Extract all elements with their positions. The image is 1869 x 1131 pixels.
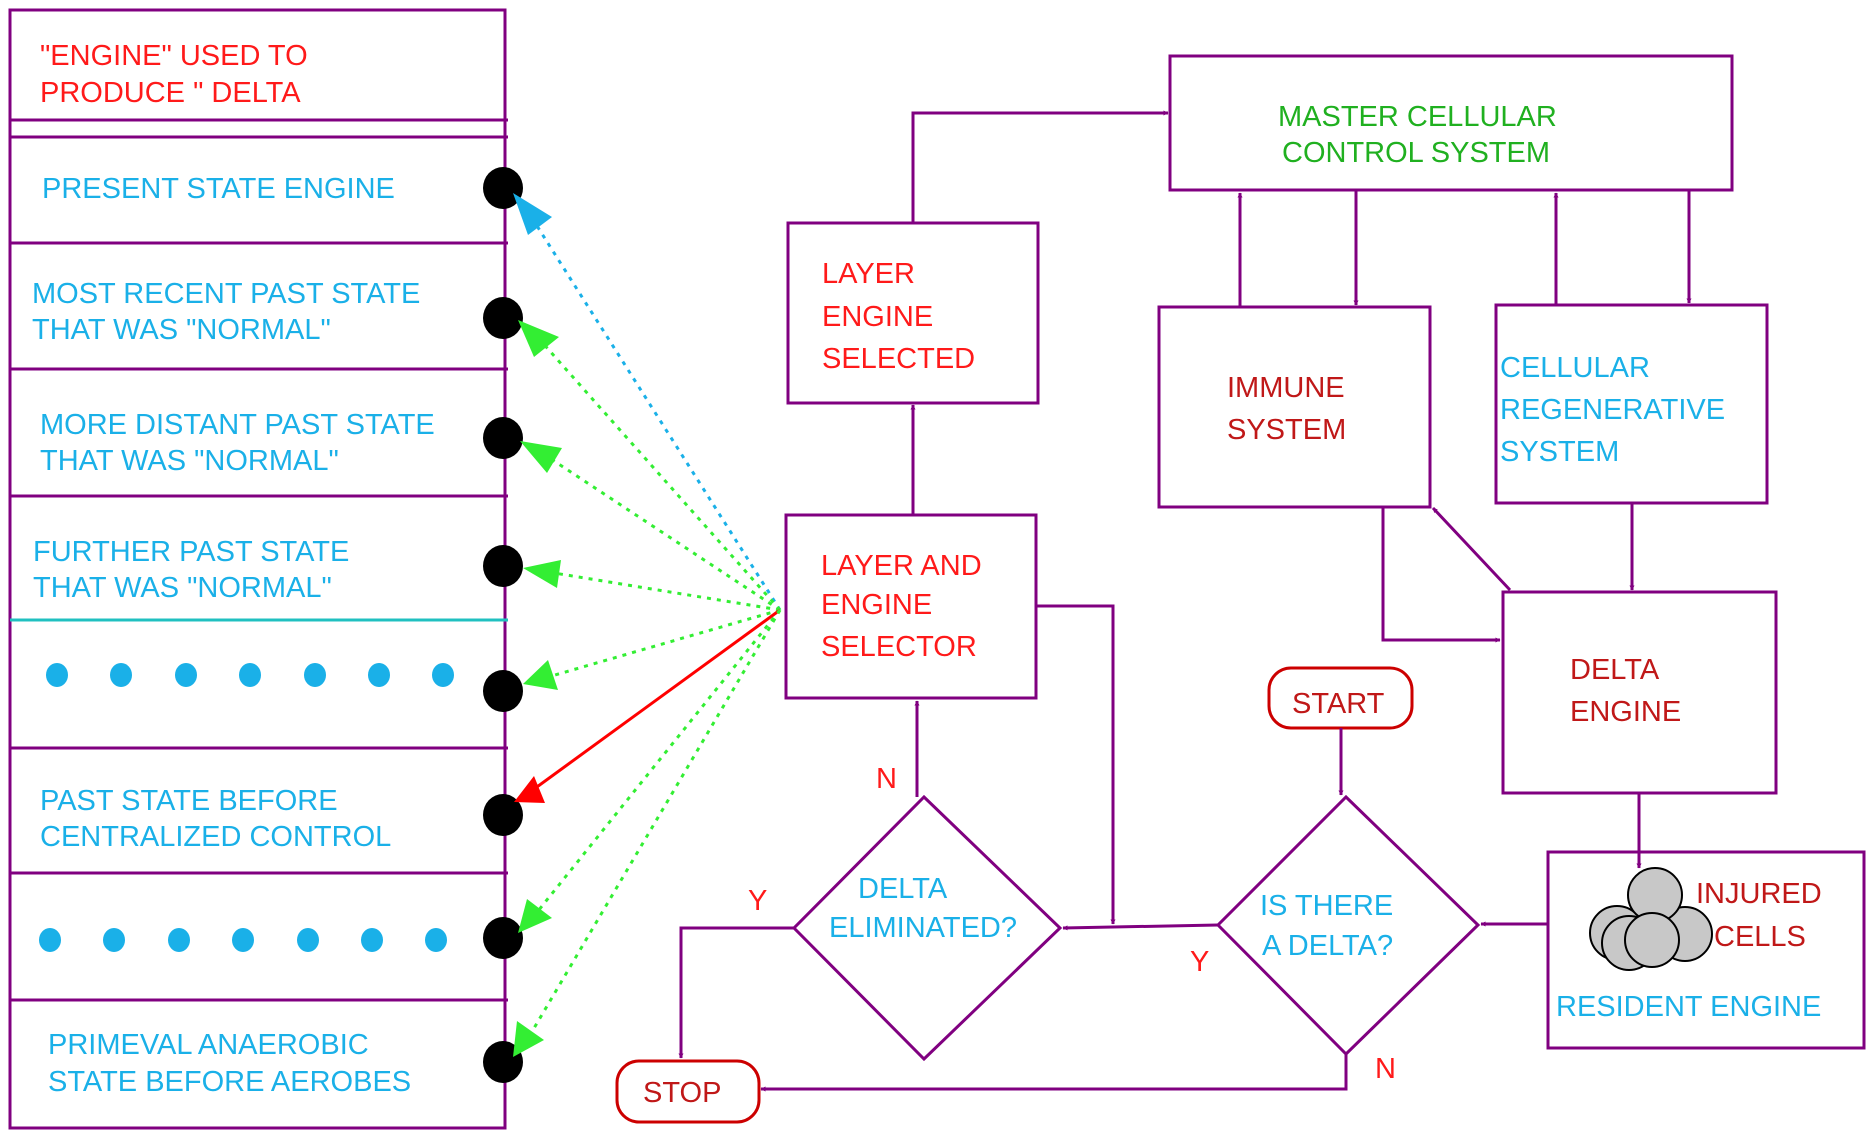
arrow-immune-to-delta-engine [1381,507,1501,643]
selected-line-3: SELECTED [822,343,975,375]
delta-engine-line-1: DELTA [1570,654,1660,686]
arrow-further [547,570,781,612]
engine-connector-dots [483,167,523,1083]
arrow-yes-to-stop [678,926,794,1059]
delta-engine-box [1501,590,1778,795]
flowchart-connectors [678,110,1692,1092]
delta-eliminated-diamond [791,794,1063,1062]
connector-dot [483,417,523,459]
master-line-1: MASTER CELLULAR [1278,101,1557,133]
row-further-past-line-1: FURTHER PAST STATE [33,536,349,568]
is-delta-line-1: IS THERE [1260,890,1393,922]
connector-dot [483,917,523,959]
arrow-distant [544,453,781,612]
fan-arrowheads [513,193,562,1057]
immune-line-2: SYSTEM [1227,414,1346,446]
row-primeval-line-2: STATE BEFORE AEROBES [48,1066,411,1098]
row-centralized-line-2: CENTRALIZED CONTROL [40,821,391,853]
left-panel-labels: "ENGINE" USED TO PRODUCE " DELTA PRESENT… [32,40,435,1098]
resident-engine-box [1546,850,1866,1050]
connector-dot [483,297,523,339]
connector-dot [483,670,523,712]
is-there-delta-diamond [1215,794,1481,1057]
selected-line-1: LAYER [822,258,915,290]
eliminated-yes-label: Y [748,885,767,917]
selector-line-1: LAYER AND [821,550,982,582]
row-centralized-line-1: PAST STATE BEFORE [40,785,338,817]
arrow-no-to-stop [760,1054,1348,1092]
eliminated-line-1: DELTA [858,873,948,905]
row-distant-past-line-2: THAT WAS "NORMAL" [40,445,339,477]
is-delta-yes-label: Y [1190,946,1209,978]
connector-dot [483,545,523,587]
arrow-yes-to-eliminated [1062,923,1219,931]
row-present-state: PRESENT STATE ENGINE [42,173,395,205]
row-recent-past-line-2: THAT WAS "NORMAL" [32,314,331,346]
start-label: START [1292,688,1385,720]
connector-dot [483,794,523,836]
selector-line-2: ENGINE [821,589,932,621]
arrow-selected-centralized [529,608,781,794]
ellipsis-row-1 [46,663,454,687]
regen-line-3: SYSTEM [1500,436,1619,468]
left-panel [8,8,508,1130]
injured-cells-icon [1589,867,1713,971]
header-line-1: "ENGINE" USED TO [40,40,308,72]
ellipsis-row-2 [39,928,447,952]
eliminated-line-2: ELIMINATED? [829,912,1017,944]
selected-line-2: ENGINE [822,301,933,333]
is-delta-line-2: A DELTA? [1262,930,1393,962]
arrow-ellipsis-1 [547,608,781,679]
flowchart-labels: MASTER CELLULAR CONTROL SYSTEM LAYER ENG… [643,101,1822,1109]
row-primeval-line-1: PRIMEVAL ANAEROBIC [48,1029,369,1061]
arrow-primeval [528,609,782,1036]
row-distant-past-line-1: MORE DISTANT PAST STATE [40,409,435,441]
is-delta-no-label: N [1375,1053,1396,1085]
regen-line-2: REGENERATIVE [1500,394,1725,426]
stop-label: STOP [643,1077,721,1109]
selector-fan-arrows [528,217,782,1036]
immune-line-1: IMMUNE [1227,372,1345,404]
injured-cells-line-2: CELLS [1714,921,1806,953]
injured-cells-line-1: INJURED [1696,878,1822,910]
master-line-2: CONTROL SYSTEM [1282,137,1550,169]
eliminated-no-label: N [876,763,897,795]
header-line-2: PRODUCE " DELTA [40,77,301,109]
stop-terminal [615,1059,761,1124]
resident-engine-label: RESIDENT ENGINE [1556,991,1821,1023]
delta-engine-line-2: ENGINE [1570,696,1681,728]
regen-line-1: CELLULAR [1500,352,1650,384]
arrow-recent [538,339,782,611]
arrow-selected-to-master [911,110,1169,223]
arrow-delta-engine-to-immune [1431,506,1512,592]
immune-system-box [1157,305,1432,509]
arrow-ellipsis-2 [536,609,782,912]
connector-dot [483,1041,523,1083]
arrow-present [530,217,782,611]
row-further-past-line-2: THAT WAS "NORMAL" [33,572,332,604]
row-recent-past-line-1: MOST RECENT PAST STATE [32,278,420,310]
arrow-selector-loop [1036,604,1116,925]
selector-line-3: SELECTOR [821,631,977,663]
connector-dot [483,167,523,209]
master-control-box [1168,54,1734,192]
